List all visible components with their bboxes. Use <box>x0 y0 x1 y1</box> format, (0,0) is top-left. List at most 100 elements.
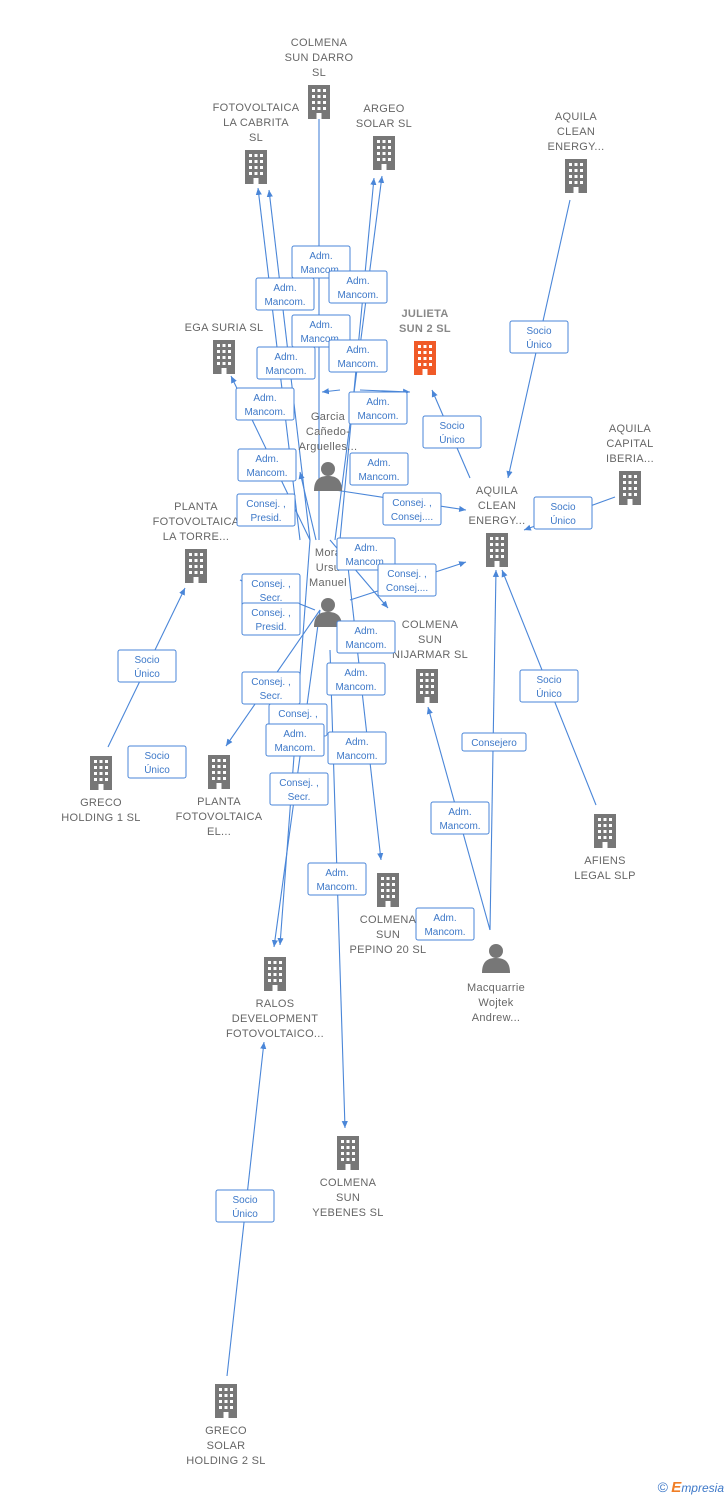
badge-box <box>336 620 396 654</box>
relation-badge[interactable]: Adm.Mancom. <box>291 245 351 279</box>
node-label-line: FOTOVOLTAICA <box>176 811 263 823</box>
badge-box <box>509 320 569 354</box>
badge-label: Consejero <box>471 738 517 749</box>
relation-badge[interactable]: Adm.Mancom. <box>328 270 388 304</box>
relation-badge[interactable]: Consej. ,Consej.... <box>377 563 437 597</box>
node-planta-el[interactable]: PLANTAFOTOVOLTAICAEL... <box>176 755 263 838</box>
badge-box <box>349 452 409 486</box>
building-icon <box>215 1384 237 1418</box>
relation-badge[interactable]: Adm.Mancom. <box>307 862 367 896</box>
person-icon <box>314 462 342 491</box>
brand-footer[interactable]: © Empresia <box>658 1479 724 1496</box>
relation-badge[interactable]: Adm.Mancom. <box>326 662 386 696</box>
relation-badge[interactable]: Consej. ,Secr. <box>241 573 301 607</box>
badge-label: Mancom. <box>345 557 386 568</box>
relation-badge[interactable]: Adm.Mancom. <box>415 907 475 941</box>
node-label-line: LA CABRITA <box>223 117 289 129</box>
relation-badge[interactable]: Consej. ,Secr. <box>269 772 329 806</box>
node-label-line: SUN <box>376 929 400 941</box>
relation-badge[interactable]: Consej. ,Presid. <box>241 602 301 636</box>
relation-badge[interactable]: Adm.Mancom. <box>336 620 396 654</box>
node-garcia[interactable]: GarciaCañedo-Arguelles... <box>299 411 358 491</box>
node-label-line: SUN 2 SL <box>399 323 451 335</box>
badge-box <box>377 563 437 597</box>
relation-badge[interactable]: Adm.Mancom. <box>255 277 315 311</box>
relation-badge[interactable]: Adm.Mancom. <box>328 339 388 373</box>
relation-badge[interactable]: Adm.Mancom. <box>237 448 297 482</box>
badge-box <box>519 669 579 703</box>
badge-label: Mancom. <box>336 751 377 762</box>
badge-label: Mancom. <box>246 468 287 479</box>
node-aquila-clean-mid[interactable]: AQUILACLEANENERGY... <box>469 485 526 567</box>
node-label-line: SL <box>312 67 326 79</box>
badge-label: Mancom. <box>244 407 285 418</box>
building-icon <box>208 755 230 789</box>
badge-box <box>382 492 442 526</box>
badge-box <box>255 277 315 311</box>
relation-badge[interactable]: Consej. ,Presid. <box>236 493 296 527</box>
node-label-line: EL... <box>207 826 231 838</box>
badge-label: Mancom. <box>264 297 305 308</box>
badge-label: Consej. , <box>246 499 285 510</box>
relation-badge[interactable]: Adm.Mancom. <box>430 801 490 835</box>
node-label-line: AQUILA <box>476 485 519 497</box>
badge-box <box>327 731 387 765</box>
node-label-line: CLEAN <box>478 500 516 512</box>
node-label-line: Arguelles... <box>299 441 358 453</box>
badge-box <box>256 346 316 380</box>
relation-badge[interactable]: Consej. ,Secr. <box>241 671 301 705</box>
badge-label: Adm. <box>309 251 332 262</box>
relation-badge[interactable]: Adm.Mancom. <box>235 387 295 421</box>
node-label-line: FOTOVOLTAICA <box>153 516 240 528</box>
node-ega-suria[interactable]: EGA SURIA SL <box>185 322 264 374</box>
node-label-line: PEPINO 20 SL <box>350 944 427 956</box>
relation-badge[interactable]: Adm.Mancom. <box>348 391 408 425</box>
node-aquila-clean-top[interactable]: AQUILACLEANENERGY... <box>548 111 605 193</box>
node-label-line: RALOS <box>256 998 295 1010</box>
relation-badge[interactable]: Adm.Mancom. <box>256 346 316 380</box>
node-label-line: SUN <box>336 1192 360 1204</box>
node-ralos[interactable]: RALOSDEVELOPMENTFOTOVOLTAICO... <box>226 957 324 1040</box>
relation-badge[interactable]: Adm.Mancom. <box>265 723 325 757</box>
node-label-line: CLEAN <box>557 126 595 138</box>
node-label-line: FOTOVOLTAICO... <box>226 1028 324 1040</box>
relation-badge[interactable]: Consejero <box>461 732 527 752</box>
relation-badge[interactable]: Adm.Mancom. <box>291 314 351 348</box>
relation-badge[interactable]: Adm.Mancom. <box>336 537 396 571</box>
badge-box <box>422 415 482 449</box>
badge-box <box>326 662 386 696</box>
relation-badge[interactable]: Adm.Mancom. <box>327 731 387 765</box>
node-label-line: Andrew... <box>472 1012 521 1024</box>
relation-badge[interactable]: Adm.Mancom. <box>349 452 409 486</box>
relation-badge[interactable]: Consej. ,Consej.... <box>382 492 442 526</box>
badge-box <box>328 270 388 304</box>
badge-label: Adm. <box>366 397 389 408</box>
node-label-line: NIJARMAR SL <box>392 649 468 661</box>
badge-label: Mancom. <box>337 359 378 370</box>
building-icon <box>565 159 587 193</box>
building-icon <box>213 340 235 374</box>
node-macquarrie[interactable]: MacquarrieWojtekAndrew... <box>467 944 525 1024</box>
node-aquila-capital[interactable]: AQUILACAPITALIBERIA... <box>606 423 654 505</box>
node-label-line: GRECO <box>80 797 122 809</box>
node-label-line: AQUILA <box>555 111 598 123</box>
